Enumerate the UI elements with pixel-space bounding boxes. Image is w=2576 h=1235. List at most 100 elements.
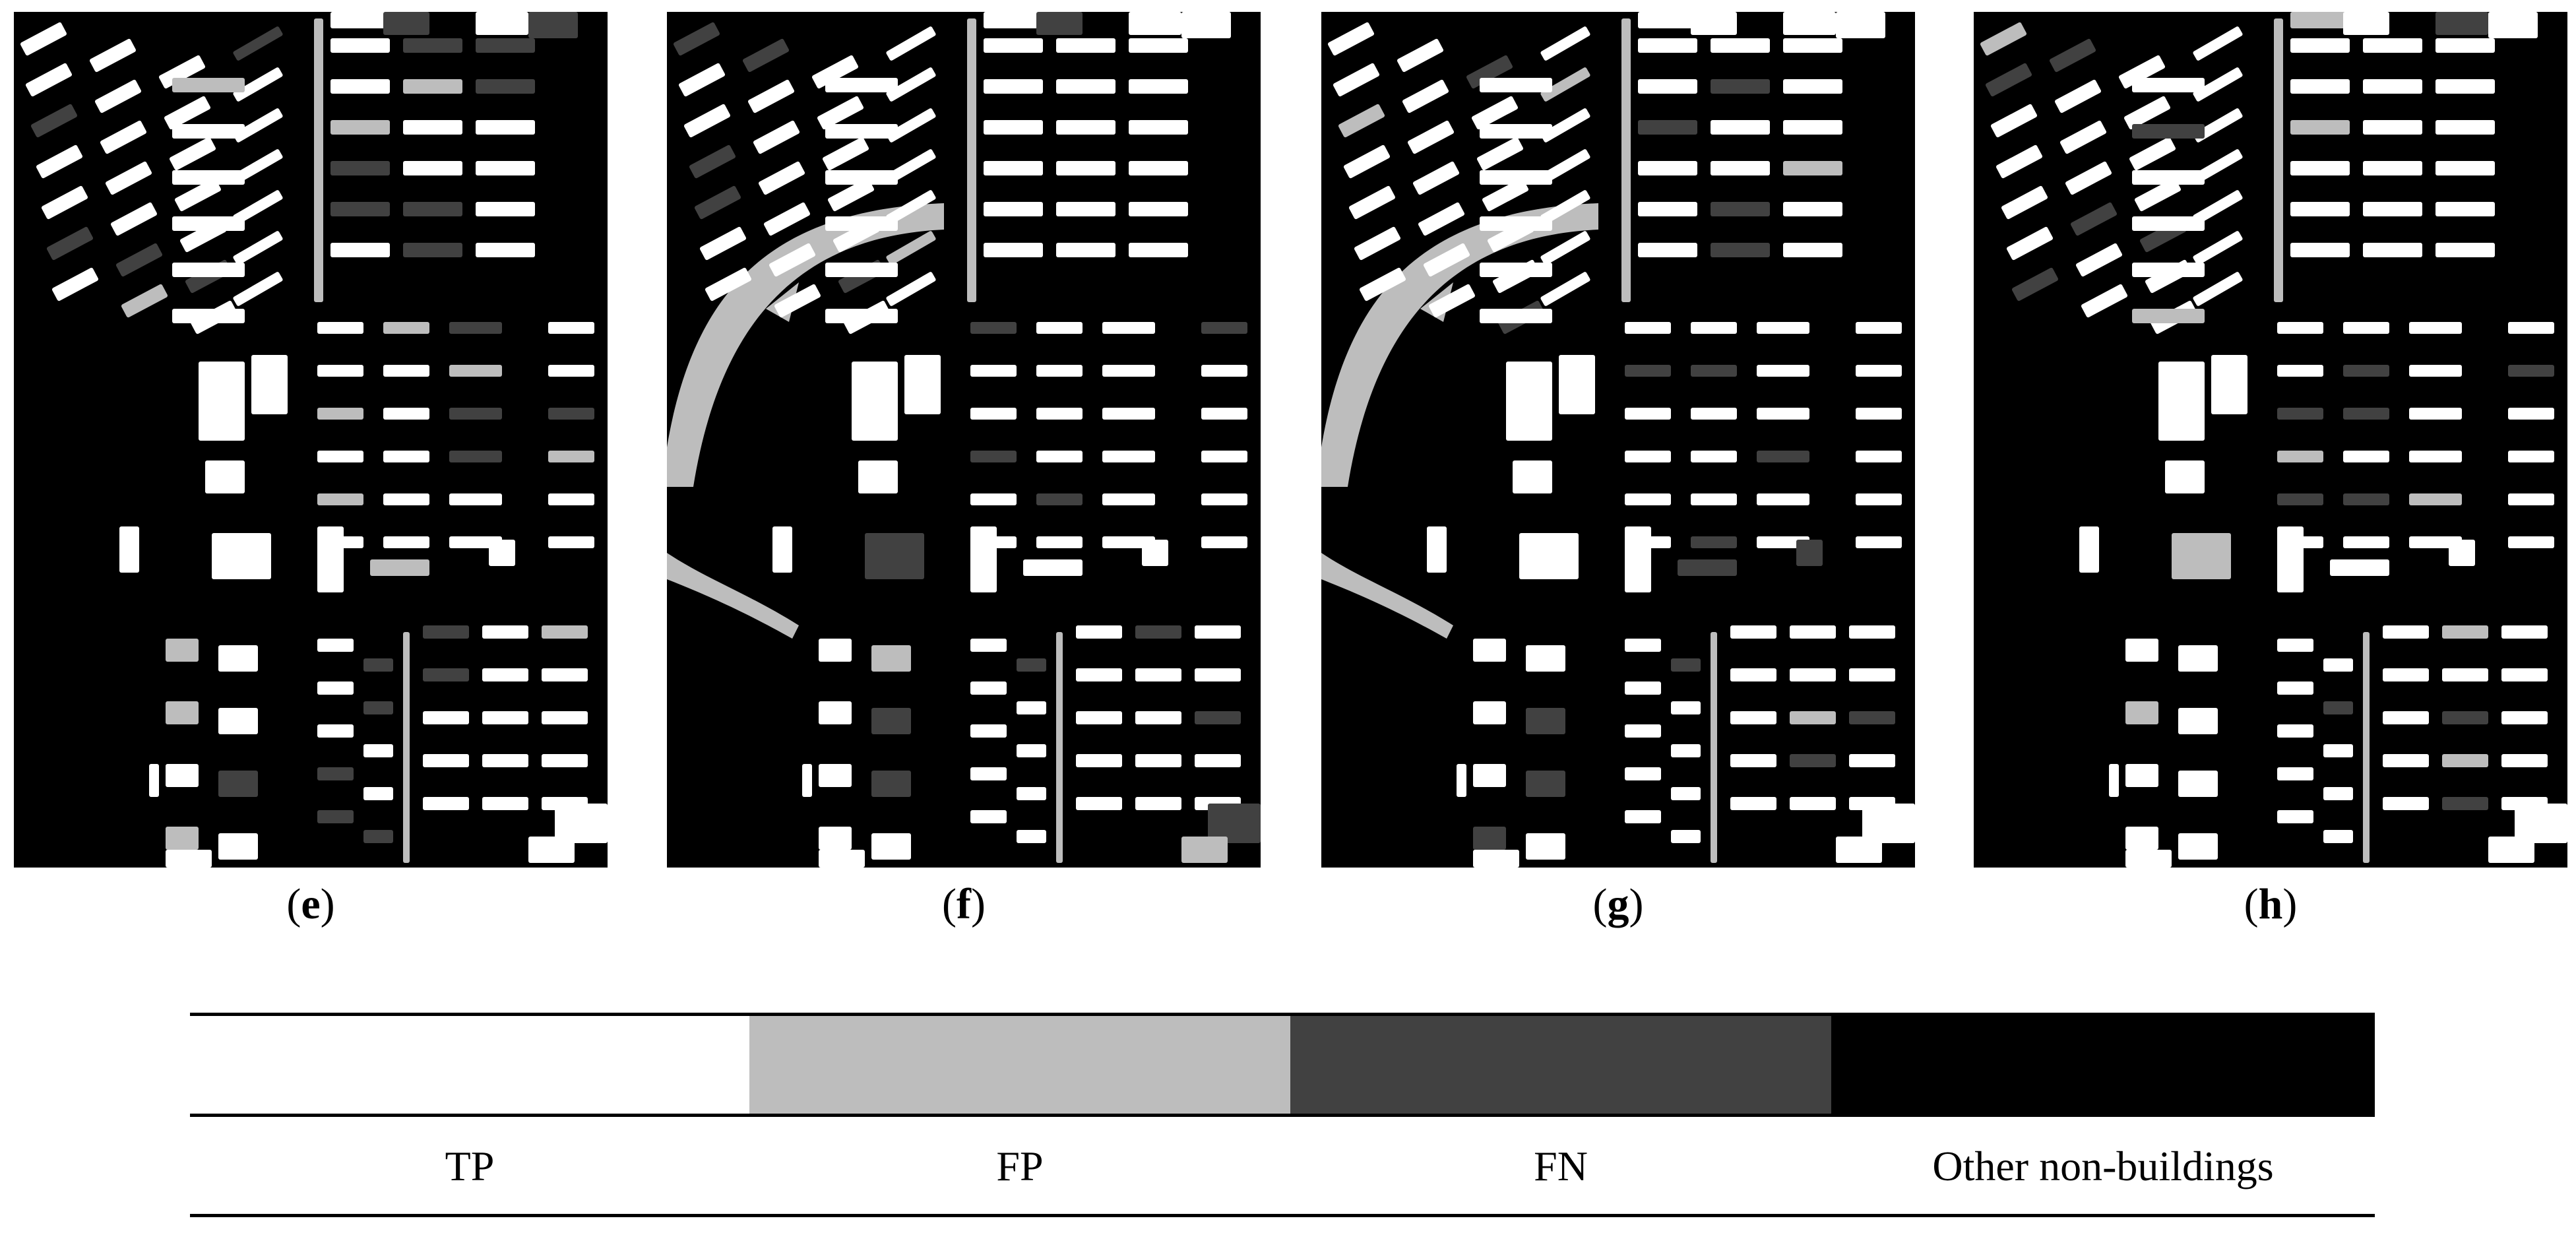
building-footprint xyxy=(827,177,875,212)
building-footprint xyxy=(1783,38,1842,53)
building-footprint xyxy=(1625,724,1661,738)
building-footprint xyxy=(363,830,393,843)
building-footprint xyxy=(218,645,258,672)
building-footprint xyxy=(1418,202,1465,236)
building-footprint xyxy=(1023,559,1083,576)
building-footprint xyxy=(1796,540,1823,566)
legend-label-fp: FP xyxy=(996,1143,1044,1189)
building-footprint xyxy=(1017,701,1046,714)
building-footprint xyxy=(2442,711,2488,724)
building-footprint xyxy=(2363,38,2422,53)
building-footprint xyxy=(1730,711,1776,724)
building-footprint xyxy=(1471,96,1519,130)
building-footprint xyxy=(363,701,393,714)
legend-bottom-rule xyxy=(190,1214,2375,1217)
building-footprint xyxy=(1856,451,1902,462)
building-footprint xyxy=(1625,639,1661,652)
building-footprint xyxy=(317,493,363,505)
building-footprint xyxy=(233,272,283,306)
building-footprint xyxy=(984,38,1043,53)
building-footprint xyxy=(555,804,608,843)
building-footprint xyxy=(1036,365,1083,377)
building-footprint xyxy=(1638,38,1697,53)
building-footprint xyxy=(105,161,152,195)
building-footprint xyxy=(2290,12,2350,28)
building-footprint xyxy=(1343,144,1391,179)
building-footprint xyxy=(1473,639,1506,662)
building-footprint xyxy=(984,202,1043,216)
building-footprint xyxy=(1730,625,1776,639)
building-footprint xyxy=(1856,322,1902,334)
building-footprint xyxy=(871,771,911,797)
building-footprint xyxy=(1017,658,1046,672)
building-footprint xyxy=(169,137,216,171)
building-footprint xyxy=(2178,771,2218,797)
caption-h: (h) xyxy=(2244,880,2298,928)
building-footprint xyxy=(1195,668,1241,681)
building-footprint xyxy=(2508,408,2554,420)
building-footprint xyxy=(2323,787,2353,800)
building-footprint xyxy=(2508,322,2554,334)
building-footprint xyxy=(317,724,354,738)
building-footprint xyxy=(2277,724,2313,738)
building-footprint xyxy=(2363,161,2422,175)
building-footprint xyxy=(2059,120,2107,154)
building-footprint xyxy=(2277,639,2313,652)
building-footprint xyxy=(233,108,283,142)
building-footprint xyxy=(2501,711,2548,724)
building-footprint xyxy=(970,810,1007,823)
road-region xyxy=(667,553,799,639)
building-footprint xyxy=(1526,833,1565,860)
building-footprint xyxy=(2435,161,2495,175)
building-footprint xyxy=(970,493,1017,505)
building-footprint xyxy=(1856,536,1902,548)
building-footprint xyxy=(89,38,137,73)
building-footprint xyxy=(330,12,390,28)
building-footprint xyxy=(1862,804,1915,843)
building-footprint xyxy=(1036,408,1083,420)
building-footprint xyxy=(1466,55,1513,89)
building-footprint xyxy=(2343,322,2389,334)
building-footprint xyxy=(403,161,462,175)
building-footprint xyxy=(1790,797,1836,810)
building-footprint xyxy=(1473,827,1506,850)
building-footprint xyxy=(1790,711,1836,724)
building-footprint xyxy=(218,833,258,860)
building-footprint xyxy=(1473,764,1506,787)
building-footprint xyxy=(528,837,575,863)
building-footprint xyxy=(2193,67,2243,102)
segmentation-map-g xyxy=(1321,12,1915,868)
building-footprint xyxy=(984,161,1043,175)
caption-h-letter: h xyxy=(2258,880,2283,928)
building-footprint xyxy=(383,365,429,377)
building-footprint xyxy=(489,540,515,566)
building-footprint xyxy=(1985,63,2032,97)
building-footprint xyxy=(2323,701,2353,714)
building-footprint xyxy=(1856,365,1902,377)
building-footprint xyxy=(205,460,245,493)
building-footprint xyxy=(1540,67,1590,102)
building-footprint xyxy=(1625,681,1661,695)
building-footprint xyxy=(233,190,283,224)
building-footprint xyxy=(2277,681,2313,695)
building-footprint xyxy=(2277,365,2323,377)
building-footprint xyxy=(1201,451,1247,462)
building-footprint xyxy=(2193,190,2243,224)
building-footprint xyxy=(476,161,535,175)
building-footprint xyxy=(1625,767,1661,780)
building-footprint xyxy=(758,161,805,195)
building-footprint xyxy=(172,170,245,185)
building-footprint xyxy=(476,12,528,35)
building-footprint xyxy=(363,658,393,672)
legend-swatch-tp xyxy=(190,1016,749,1114)
building-footprint xyxy=(20,22,67,56)
building-footprint xyxy=(769,243,816,277)
building-footprint xyxy=(1513,460,1552,493)
building-footprint xyxy=(1638,79,1697,94)
building-footprint xyxy=(970,451,1017,462)
building-footprint xyxy=(967,18,976,302)
building-footprint xyxy=(742,38,790,73)
building-footprint xyxy=(233,26,283,61)
building-footprint xyxy=(166,764,199,787)
building-footprint xyxy=(2277,493,2323,505)
